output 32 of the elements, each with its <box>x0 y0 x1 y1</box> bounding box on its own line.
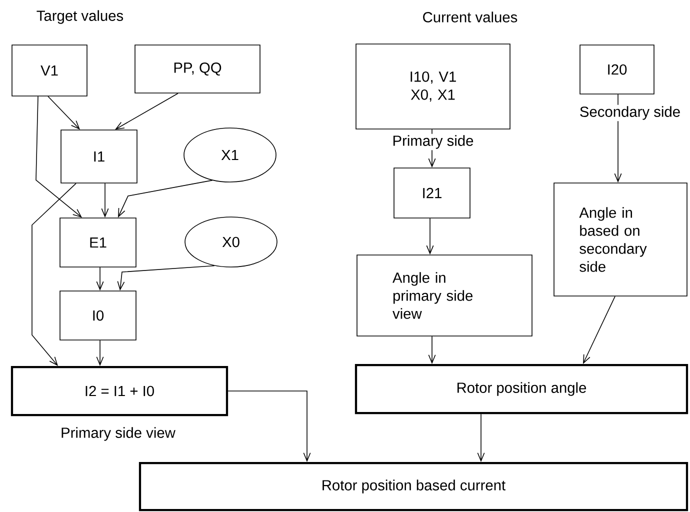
heading: Target values <box>36 10 124 24</box>
arrow <box>36 96 82 218</box>
arrow <box>426 218 434 255</box>
arrow <box>96 267 104 291</box>
process-box: Angle in primary side view <box>356 254 532 336</box>
input-box: I20 <box>580 44 654 94</box>
node-label: Secondary side <box>578 104 682 122</box>
arrow <box>117 265 215 291</box>
arrow <box>96 340 104 366</box>
arrow <box>48 96 80 130</box>
arrow <box>101 183 109 218</box>
process-box: I1 <box>60 130 138 184</box>
process-box: E1 <box>60 218 136 268</box>
arrow <box>115 93 178 130</box>
process-box: Angle in based on secondary side <box>554 182 688 296</box>
arrow <box>583 296 616 364</box>
process-box: I0 <box>60 290 136 340</box>
heading: Current values <box>423 12 518 22</box>
result-box: I2 = I1 + I0 <box>10 366 228 416</box>
input-box: I10, V1 X0, X1 <box>356 44 510 130</box>
input-box: V1 <box>12 44 88 96</box>
process-box: I21 <box>394 168 470 218</box>
arrow <box>118 180 213 218</box>
input-box: PP, QQ <box>134 44 260 94</box>
result-box: Rotor position angle <box>354 364 688 414</box>
node-label: Primary side <box>390 134 476 150</box>
output-box: Rotor position based current <box>138 462 688 512</box>
arrow <box>428 336 436 364</box>
node-label: Primary side view <box>59 426 177 442</box>
arrow <box>477 414 485 462</box>
arrow <box>32 183 76 366</box>
arrow <box>228 390 311 462</box>
